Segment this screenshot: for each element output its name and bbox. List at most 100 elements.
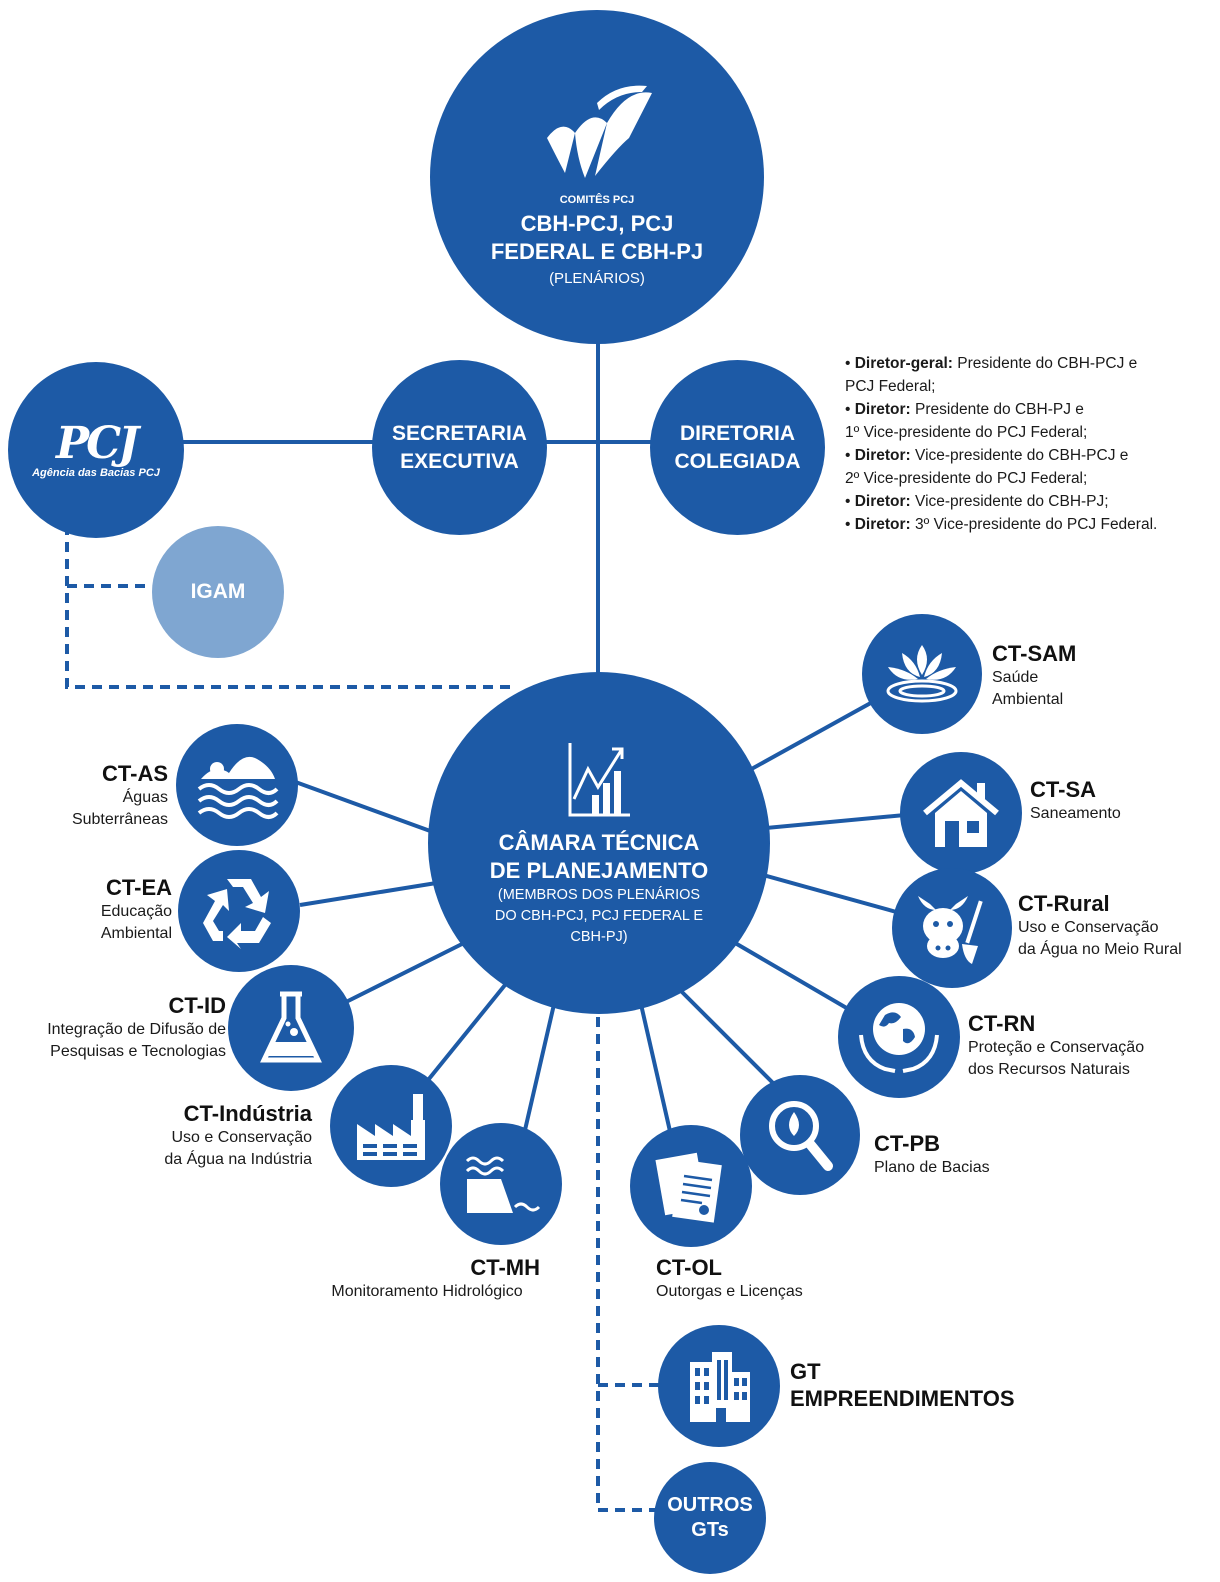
- member-role: Diretor:: [854, 516, 911, 533]
- ct-industria-node[interactable]: [330, 1065, 452, 1187]
- ct-id-code: CT-ID: [168, 993, 226, 1018]
- ct-rural-label: CT-Rural Uso e Conservação da Água no Me…: [1018, 890, 1182, 961]
- ct-sam-code: CT-SAM: [992, 641, 1077, 666]
- secretaria-executiva-node[interactable]: SECRETARIA EXECUTIVA: [372, 360, 547, 535]
- ct-pb-label: CT-PB Plano de Bacias: [874, 1130, 990, 1179]
- ct-as-code: CT-AS: [102, 761, 168, 786]
- gt-empreendimentos-label: GT EMPREENDIMENTOS: [790, 1358, 1015, 1412]
- dam-icon: [465, 1156, 541, 1213]
- ct-id-label: CT-ID Integração de Difusão de Pesquisas…: [14, 992, 226, 1063]
- ct-ea-node[interactable]: [178, 850, 300, 972]
- ct-as-desc-2: Subterrâneas: [71, 811, 168, 828]
- line-ct-pb: [678, 988, 782, 1092]
- sun-waves-icon: [197, 756, 279, 819]
- member-desc: 3º Vice-presidente do PCJ Federal.: [910, 516, 1158, 533]
- ct-as-label: CT-AS Águas Subterrâneas: [50, 760, 168, 831]
- ct-rural-code: CT-Rural: [1018, 891, 1110, 916]
- camara-planejamento-node[interactable]: CÂMARA TÉCNICA DE PLANEJAMENTO (MEMBROS …: [428, 672, 770, 1014]
- member-desc: Vice-presidente do CBH-PJ;: [910, 493, 1109, 510]
- ct-sam-desc-1: Saúde: [992, 669, 1039, 686]
- diretoria-members-list: • Diretor-geral: Presidente do CBH-PCJ e…: [845, 352, 1215, 536]
- comites-subtitle: COMITÊS PCJ: [559, 193, 635, 206]
- ct-industria-desc-2: da Água na Indústria: [164, 1151, 312, 1168]
- documents-icon: [655, 1152, 722, 1223]
- ct-rn-desc-1: Proteção e Conservação: [968, 1039, 1145, 1056]
- camara-sub-1: (MEMBROS DOS PLENÁRIOS: [497, 886, 701, 903]
- member-role: Diretor:: [854, 447, 911, 464]
- ct-industria-code: CT-Indústria: [183, 1101, 312, 1126]
- igam-label: IGAM: [190, 580, 246, 603]
- chart-growth-icon: [568, 742, 630, 816]
- gt-empreendimentos-node[interactable]: [658, 1325, 780, 1447]
- diretoria-line1: DIRETORIA: [679, 421, 796, 445]
- member-2b: 2º Vice-presidente do PCJ Federal;: [845, 470, 1088, 487]
- outros-line1: OUTROS: [667, 1494, 753, 1516]
- ct-industria-desc-1: Uso e Conservação: [171, 1129, 312, 1146]
- camara-sub-3: CBH-PJ): [570, 928, 628, 945]
- agencia-pcj-node[interactable]: PCJ Agência das Bacias PCJ: [8, 362, 184, 538]
- recycle-icon: [203, 879, 271, 949]
- house-icon: [923, 779, 999, 847]
- ct-id-desc-1: Integração de Difusão de: [47, 1021, 226, 1038]
- member-desc: Vice-presidente do CBH-PCJ e: [910, 447, 1129, 464]
- ct-sa-node[interactable]: [900, 752, 1022, 874]
- dashed-agencia-camara: [65, 525, 510, 689]
- ct-ea-desc-1: Educação: [100, 903, 172, 920]
- ct-id-node[interactable]: [228, 965, 354, 1091]
- plenarios-node[interactable]: COMITÊS PCJ CBH-PCJ, PCJ FEDERAL E CBH-P…: [430, 10, 764, 344]
- ct-rural-desc-1: Uso e Conservação: [1018, 919, 1159, 936]
- ct-industria-label: CT-Indústria Uso e Conservação da Água n…: [120, 1100, 312, 1171]
- member-2: • Diretor: Vice-presidente do CBH-PCJ e: [845, 447, 1129, 464]
- secretaria-line2: EXECUTIVA: [400, 449, 519, 473]
- ct-ea-label: CT-EA Educação Ambiental: [60, 874, 172, 945]
- line-ct-as: [289, 778, 456, 842]
- ct-sam-label: CT-SAM Saúde Ambiental: [992, 640, 1076, 711]
- outros-line2: GTs: [691, 1519, 729, 1541]
- line-ct-ea: [299, 878, 456, 907]
- magnifier-drop-icon: [769, 1101, 833, 1171]
- ct-id-desc-2: Pesquisas e Tecnologias: [50, 1043, 226, 1060]
- ct-mh-node[interactable]: [440, 1123, 562, 1245]
- agencia-caption: Agência das Bacias PCJ: [32, 467, 160, 479]
- outros-gts-node[interactable]: OUTROS GTs: [654, 1462, 766, 1574]
- ct-ol-label: CT-OL Outorgas e Licenças: [656, 1254, 803, 1303]
- ct-rn-node[interactable]: [838, 976, 960, 1098]
- ct-sam-node[interactable]: [862, 614, 982, 734]
- ct-sam-desc-2: Ambiental: [992, 691, 1064, 708]
- line-ct-sa: [744, 813, 906, 832]
- member-0b: PCJ Federal;: [845, 378, 936, 395]
- member-desc: Presidente do CBH-PJ e: [910, 401, 1084, 418]
- line-ct-rn: [728, 938, 852, 1012]
- ct-sa-label: CT-SA Saneamento: [1030, 776, 1121, 825]
- line-ct-industria: [418, 983, 507, 1092]
- ct-rn-code: CT-RN: [968, 1011, 1036, 1036]
- member-0: • Diretor-geral: Presidente do CBH-PCJ e: [845, 355, 1138, 372]
- diretoria-colegiada-node[interactable]: DIRETORIA COLEGIADA: [650, 360, 825, 535]
- ct-ea-desc-2: Ambiental: [100, 925, 172, 942]
- ct-mh-label: CT-MH Monitoramento Hidrológico: [314, 1254, 540, 1303]
- ct-rural-node[interactable]: [892, 868, 1012, 988]
- member-role: Diretor-geral:: [854, 355, 953, 372]
- globe-hands-icon: [859, 1003, 939, 1073]
- ct-as-desc-1: Águas: [122, 789, 168, 806]
- ct-ol-code: CT-OL: [656, 1255, 722, 1280]
- ct-mh-code: CT-MH: [470, 1255, 540, 1280]
- member-role: Diretor:: [854, 401, 911, 418]
- flask-icon: [260, 991, 322, 1063]
- igam-node[interactable]: IGAM: [152, 526, 284, 658]
- ct-ol-desc-1: Outorgas e Licenças: [656, 1283, 803, 1300]
- ct-rural-desc-2: da Água no Meio Rural: [1018, 941, 1182, 958]
- member-1b: 1º Vice-presidente do PCJ Federal;: [845, 424, 1088, 441]
- ct-rn-desc-2: dos Recursos Naturais: [968, 1061, 1130, 1078]
- buildings-icon: [690, 1352, 750, 1422]
- cow-shovel-icon: [918, 896, 983, 964]
- ct-pb-code: CT-PB: [874, 1131, 940, 1156]
- plenarios-title-2: FEDERAL E CBH-PJ: [490, 238, 704, 264]
- ct-as-node[interactable]: [176, 724, 298, 846]
- ct-ol-node[interactable]: [630, 1125, 752, 1247]
- plenarios-title-1: CBH-PCJ, PCJ: [520, 210, 674, 236]
- ct-mh-desc-1: Monitoramento Hidrológico: [331, 1283, 523, 1300]
- ct-pb-node[interactable]: [740, 1075, 860, 1195]
- plenarios-note: (PLENÁRIOS): [549, 269, 645, 287]
